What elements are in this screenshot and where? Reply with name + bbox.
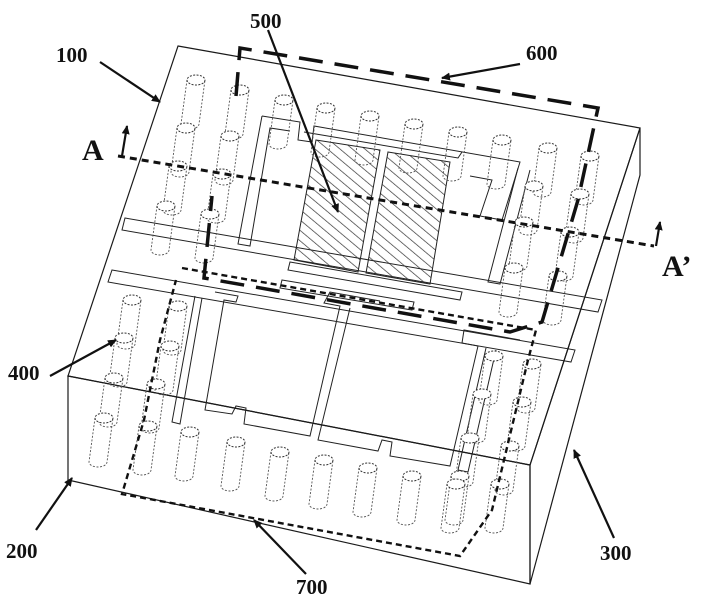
leader-600 xyxy=(442,64,520,78)
via-cylinder xyxy=(487,135,511,189)
via-cylinder xyxy=(181,75,205,129)
via-cylinder xyxy=(265,447,289,501)
chip-left-die xyxy=(294,140,380,272)
via-cylinder xyxy=(151,201,175,255)
label-500: 500 xyxy=(250,9,282,33)
leader-200 xyxy=(36,478,72,530)
leader-100 xyxy=(100,62,160,102)
chip-500 xyxy=(294,132,462,284)
via-cylinder xyxy=(397,471,421,525)
chip-right-die xyxy=(366,152,450,284)
via-cylinder xyxy=(309,455,333,509)
lower-left-edge xyxy=(172,296,202,424)
package-body xyxy=(68,46,640,584)
label-700: 700 xyxy=(296,575,328,599)
via-cylinder xyxy=(499,263,523,317)
section-arrow-a-prime xyxy=(656,222,660,246)
section-arrow-a xyxy=(122,126,127,156)
label-400: 400 xyxy=(8,361,40,385)
via-cylinder xyxy=(89,413,113,467)
via-cylinder xyxy=(175,427,199,481)
leader-400 xyxy=(50,340,116,376)
label-200: 200 xyxy=(6,539,38,563)
via-cylinder xyxy=(269,95,293,149)
label-100: 100 xyxy=(56,43,88,67)
via-cylinder xyxy=(221,437,245,491)
leader-300 xyxy=(574,450,614,538)
label-300: 300 xyxy=(600,541,632,565)
label-600: 600 xyxy=(526,41,558,65)
label-section-a-prime: A’ xyxy=(662,250,691,283)
lower-right-frame xyxy=(318,308,520,466)
label-section-a: A xyxy=(82,134,104,167)
region-700-boundary xyxy=(122,268,536,556)
via-cylinder xyxy=(353,463,377,517)
